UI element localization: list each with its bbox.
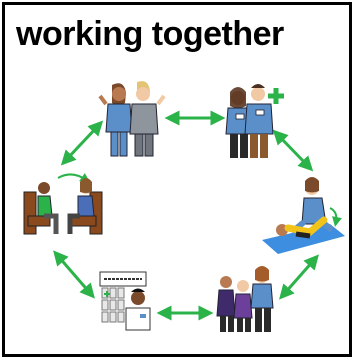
conversation-icon [23, 173, 103, 235]
cycle-arrow-bottom-right [279, 254, 319, 300]
cycle-arrow-bottom-left [53, 250, 95, 299]
cycle-arrow-top-right [272, 129, 314, 172]
pharmacist-icon [99, 271, 151, 331]
two-staff-greeting-icon [98, 81, 166, 157]
medical-team-icon [225, 84, 284, 158]
cycle-arrow-top-left [60, 120, 104, 166]
physiotherapy-icon [262, 177, 345, 254]
page-title: working together [16, 15, 284, 53]
care-team-icon [216, 266, 274, 332]
